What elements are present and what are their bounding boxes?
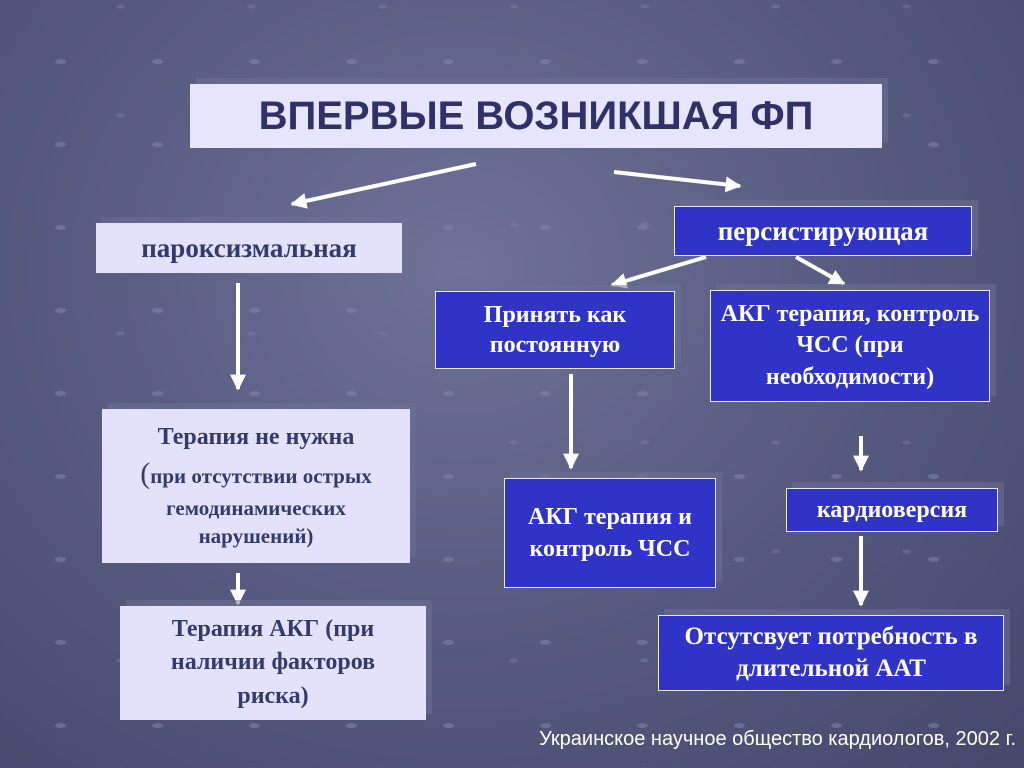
node-akg-therapy-risk: Терапия АКГ (при наличии факторов риска) xyxy=(120,606,426,720)
node-cardioversion: кардиоверсия xyxy=(786,488,998,532)
title-box: ВПЕРВЫЕ ВОЗНИКШАЯ ФП xyxy=(190,84,882,148)
node-no-therapy-detail: при отсутствии острых гемодинамических н… xyxy=(150,463,372,549)
node-paroxysmal-label: пароксизмальная xyxy=(141,232,357,263)
node-persistent-label: персистирующая xyxy=(717,215,929,246)
node-no-long-aat-label: Отсутсвует потребность в длительной ААТ xyxy=(684,622,978,683)
node-akg-rate-control: АКГ терапия и контроль ЧСС xyxy=(504,478,716,588)
node-paroxysmal: пароксизмальная xyxy=(96,223,402,273)
node-akg-therapy-risk-label: Терапия АКГ (при наличии факторов риска) xyxy=(170,615,376,709)
node-no-therapy-paren: ( xyxy=(140,456,151,490)
node-akg-rate-control-label: АКГ терапия и контроль ЧСС xyxy=(528,503,692,562)
node-no-long-aat: Отсутсвует потребность в длительной ААТ xyxy=(658,615,1004,691)
page-title: ВПЕРВЫЕ ВОЗНИКШАЯ ФП xyxy=(258,93,814,138)
arrow-title-to-paroxysmal xyxy=(290,162,477,209)
arrow-persistent-to-akg-control xyxy=(795,255,846,286)
node-akg-rate-control-if-needed: АКГ терапия, контроль ЧСС (при необходим… xyxy=(710,290,990,402)
arrow-persistent-to-accept xyxy=(610,255,707,289)
node-no-therapy: Терапия не нужна (при отсутствии острых … xyxy=(102,409,410,563)
node-no-therapy-detail-wrap: (при отсутствии острых гемодинамических … xyxy=(112,454,400,551)
node-cardioversion-label: кардиоверсия xyxy=(816,496,968,523)
node-persistent: персистирующая xyxy=(674,206,972,256)
node-accept-permanent-label: Принять как постоянную xyxy=(483,302,627,358)
arrow-title-to-persistent xyxy=(613,170,742,193)
node-no-therapy-main: Терапия не нужна xyxy=(157,424,355,451)
footer-source: Украинское научное общество кардиологов,… xyxy=(539,728,1016,750)
node-accept-permanent: Принять как постоянную xyxy=(435,291,675,369)
node-akg-rate-control-if-needed-label: АКГ терапия, контроль ЧСС (при необходим… xyxy=(720,301,980,390)
